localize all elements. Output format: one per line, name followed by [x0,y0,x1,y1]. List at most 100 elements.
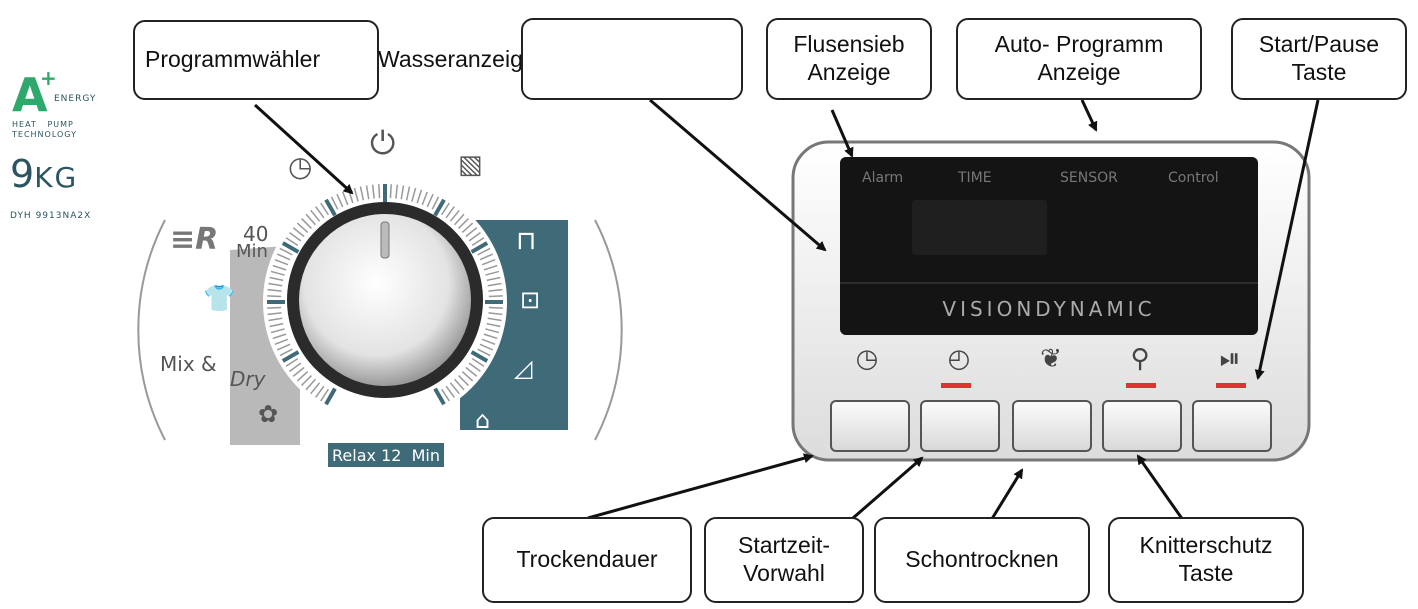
dial-tick [296,371,309,382]
dial-tick [281,350,300,363]
energy-word: ENERGY [54,94,97,104]
callout-programmwaehler-text: Programmwähler [145,46,321,73]
dial-tick [279,247,293,256]
trockendauer-button[interactable] [830,400,910,452]
callout-auto-programm-line2: Anzeige [1037,59,1121,85]
arrow-wasseranzeige [649,98,827,252]
callout-schontrocknen: Schontrocknen [874,517,1090,603]
callout-flusensieb-line1: Flusensieb [793,31,905,58]
dial-tick [441,388,450,402]
callout-knitterschutz-line1: Knitterschutz [1139,532,1273,559]
wardrobe-icon: ▧ [458,150,483,180]
capacity-label: 9KG [10,152,78,196]
callout-startzeit: Startzeit- Vorwahl [704,517,864,603]
dial-tick [276,343,291,351]
led-start-pause [1216,383,1246,388]
dial-tick [458,375,469,386]
start-pause-button[interactable] [1192,400,1272,452]
callout-start-pause: Start/Pause Taste [1231,18,1407,100]
dial-tick [305,213,316,226]
timer-icon: ◷ [288,150,313,183]
dial-tick [483,264,498,271]
power-icon: ⏻ [370,124,396,162]
dial-tick [486,322,501,328]
dial-tick [292,366,305,377]
capacity-number: 9 [10,152,35,196]
callout-trockendauer-text: Trockendauer [516,546,658,573]
dial-tick [411,187,417,202]
rapid-r-icon: ≡R [170,222,219,257]
dial-tick [471,237,485,246]
capacity-unit: KG [34,161,79,194]
callout-start-pause-line1: Start/Pause [1258,31,1380,58]
startzeit-button[interactable] [920,400,1000,452]
hanger-icon: ◿ [514,354,533,382]
dial-tick [461,371,474,382]
dial-tick [279,348,293,357]
r-symbol: R [195,222,219,257]
arrow-schontrocknen [988,468,1024,523]
callout-auto-programm-line1: Auto- Programm [994,31,1164,58]
dial-tick [479,343,494,351]
dial-tick [272,264,287,271]
energy-letter: A [12,68,48,122]
callout-wasseranzeige-text: Wasseranzeige [378,46,536,72]
display-time-label: TIME [958,170,992,186]
dial-tick [353,187,359,202]
led-knitterschutz [1126,383,1156,388]
dial-tick [479,253,494,261]
dial-tick [281,241,300,254]
clock-icon: ◷ [855,344,879,374]
dial-tick [483,333,498,340]
cupboard-dry-icon: ⊓ [516,226,537,256]
dial-tick [310,382,321,395]
arrow-flusensieb [830,109,854,158]
led-startzeit [941,383,971,388]
dial-tick [315,206,325,219]
relax-label: Relax 12 Min [332,446,440,465]
anti-crease-icon: ⚲ [1130,344,1150,374]
arrow-programmwaehler [253,103,354,195]
dial-knob-indicator [380,221,390,259]
delay-start-icon: ◴ [947,344,971,374]
dial-tick [269,322,284,328]
dial-tick [365,185,370,200]
callout-schontrocknen-text: Schontrocknen [905,546,1059,573]
callout-startzeit-line2: Vorwahl [743,560,825,586]
callout-knitterschutz: Knitterschutz Taste [1108,517,1304,603]
dial-tick [285,358,299,367]
dial-label-dry: Dry [230,367,266,391]
dial-tick [276,253,291,261]
knitterschutz-button[interactable] [1102,400,1182,452]
arrow-trockendauer [587,453,814,520]
callout-trockendauer: Trockendauer [482,517,692,603]
time-digit-area [912,200,1047,255]
arrow-startzeit [844,456,924,527]
schontrocknen-button[interactable] [1012,400,1092,452]
dial-tick [359,186,365,201]
callout-auto-programm: Auto- Programm Anzeige [956,18,1202,100]
dial-tick [487,317,502,322]
dial-tick [449,209,460,222]
dial-tick [458,218,469,229]
callout-start-pause-line2: Taste [1291,59,1347,85]
dial-tick [488,312,503,316]
dial-tick [488,295,503,298]
energy-rating-logo: A + ENERGY [12,66,95,118]
dial-tick [292,227,305,238]
dial-tick [267,288,282,292]
dial-outer-arc-left [137,219,166,441]
dial-tick [274,338,289,345]
model-number: DYH 9913NA2X [10,211,92,221]
dial-tick [468,362,481,372]
dial-tick [470,350,489,363]
dial-tick [330,196,339,210]
dial-tick [285,237,299,246]
dial-tick [270,328,285,334]
callout-flusensieb-line2: Anzeige [807,59,891,85]
dial-tick [488,288,503,292]
dial-tick [389,184,392,199]
play-pause-icon: ⏯ [1219,344,1241,374]
dial-tick [272,333,287,340]
dial-tick [481,259,496,266]
